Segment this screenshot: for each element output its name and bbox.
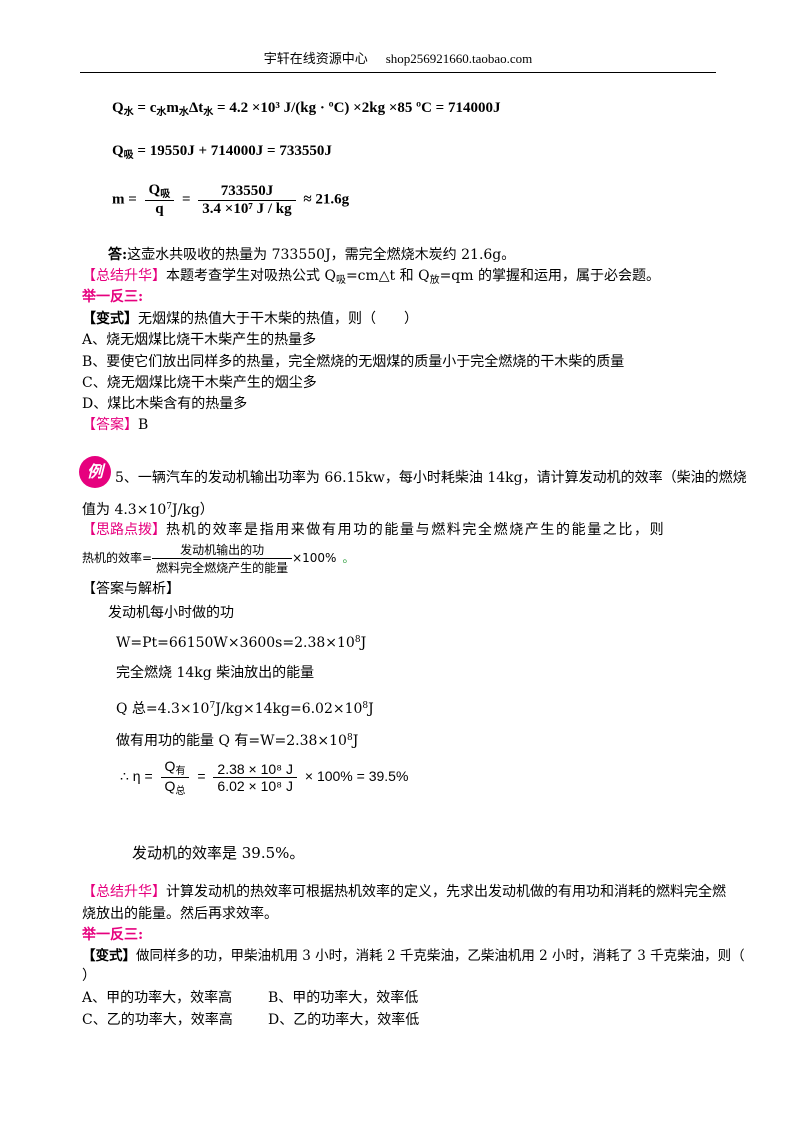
variant-2-question: 【变式】做同样多的功，甲柴油机用 3 小时，消耗 2 千克柴油，乙柴油机用 2 … (82, 948, 745, 964)
summary-1: 【总结升华】本题考查学生对吸热公式 Q吸=cm△t 和 Q放=qm 的掌握和运用… (82, 268, 660, 286)
efficiency-formula: 热机的效率=发动机输出的功燃料完全燃烧产生的能量×100%。 (82, 543, 355, 575)
variant-1-option-c: C、烧无烟煤比烧干木柴产生的烟尘多 (82, 375, 317, 391)
variant-2-option-d: D、乙的功率大，效率低 (268, 1012, 420, 1028)
variant-1-option-b: B、要使它们放出同样多的热量，完全燃烧的无烟煤的质量小于完全燃烧的干木柴的质量 (82, 354, 625, 370)
practice-heading-2: 举一反三: (82, 927, 144, 943)
variant-2-option-a: A、甲的功率大，效率高 (82, 990, 233, 1006)
practice-heading-1: 举一反三: (82, 289, 144, 305)
equation-heat-water: Q水 = c水m水Δt水 = 4.2 ×10³ J/(kg · ºC) ×2kg… (112, 100, 501, 118)
summary-2-line-2: 烧放出的能量。然后再求效率。 (82, 906, 278, 922)
page-header: 宇轩在线资源中心 shop256921660.taobao.com (80, 48, 716, 73)
variant-1-option-d: D、煤比木柴含有的热量多 (82, 396, 248, 412)
header-title: 宇轩在线资源中心 (263, 52, 368, 67)
solution-line-5: 做有用功的能量 Q 有=W=2.38×108J (116, 733, 359, 749)
conclusion: 发动机的效率是 39.5%。 (132, 844, 305, 862)
example-badge-icon: 例 (79, 456, 111, 488)
solution-line-2: W=Pt=66150W×3600s=2.38×108J (116, 635, 367, 651)
variant-1-option-a: A、烧无烟煤比烧干木柴产生的热量多 (82, 332, 317, 348)
variant-2-question-end: ） (82, 968, 96, 984)
solution-heading: 【答案与解析】 (82, 581, 180, 597)
summary-2: 【总结升华】计算发动机的热效率可根据热机效率的定义，先求出发动机做的有用功和消耗… (82, 884, 726, 900)
solution-line-3: 完全燃烧 14kg 柴油放出的能量 (116, 665, 315, 681)
example-5-text-2: 值为 4.3×107J/kg） (82, 502, 214, 518)
variant-1-answer: 【答案】B (82, 417, 149, 433)
solution-line-1: 发动机每小时做的功 (108, 605, 234, 621)
variant-2-option-b: B、甲的功率大，效率低 (268, 990, 419, 1006)
header-url: shop256921660.taobao.com (385, 51, 533, 66)
solution-line-4: Q 总=4.3×107J/kg×14kg=6.02×108J (116, 701, 374, 717)
variant-1-question: 【变式】无烟煤的热值大于干木柴的热值，则（ ） (82, 311, 418, 327)
variant-2-option-c: C、乙的功率大，效率高 (82, 1012, 233, 1028)
equation-total-heat: Q吸 = 19550J + 714000J = 733550J (112, 143, 332, 161)
example-5-text: 5、一辆汽车的发动机输出功率为 66.15kw，每小时耗柴油 14kg，请计算发… (115, 470, 747, 486)
answer-1: 答:这壶水共吸收的热量为 733550J，需完全燃烧木炭约 21.6g。 (108, 247, 516, 263)
hint-text: 【思路点拨】热机的效率是指用来做有用功的能量与燃料完全燃烧产生的能量之比，则 (82, 522, 666, 538)
